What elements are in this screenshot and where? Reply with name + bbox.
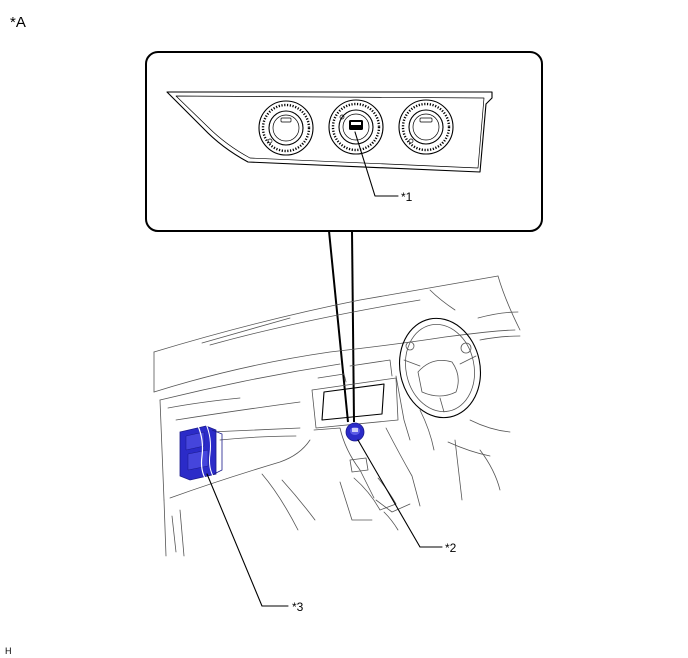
ac-amplifier-module-icon — [179, 423, 223, 481]
steering-wheel-icon — [398, 317, 482, 419]
callout-3: *3 — [206, 473, 304, 614]
callout-1-label: *1 — [401, 190, 413, 204]
callout-2: *2 — [357, 439, 457, 555]
heater-control-knob-icon — [258, 100, 314, 156]
target-heater-control-knob-icon — [328, 99, 384, 155]
callout-1: *1 — [354, 131, 413, 204]
callout-3-label: *3 — [292, 600, 304, 614]
inset-leader-lines — [328, 230, 355, 423]
view-label: *A — [10, 14, 26, 31]
callout-2-label: *2 — [445, 541, 457, 555]
figure-code: H — [5, 646, 12, 656]
heater-control-knob-icon — [398, 99, 454, 155]
dashboard-drawing — [153, 275, 521, 557]
detail-inset — [145, 51, 543, 232]
heater-control-knob-location — [345, 422, 365, 442]
